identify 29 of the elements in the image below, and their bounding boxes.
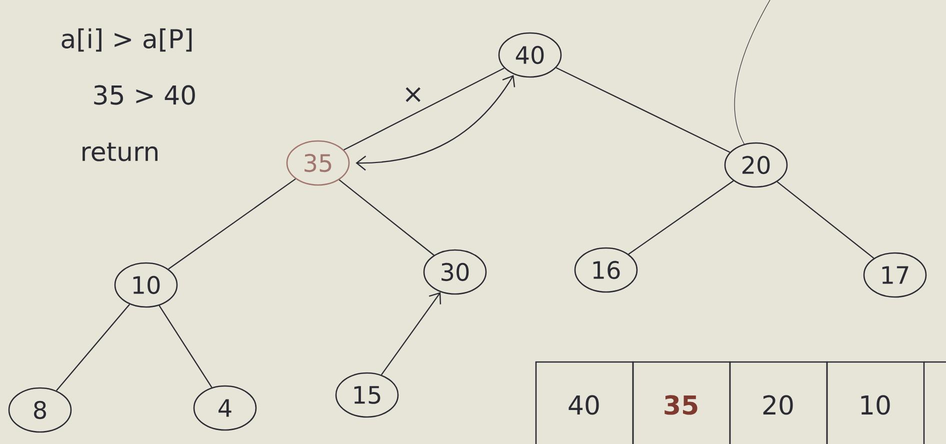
tree-node: 10 — [114, 262, 178, 308]
tree-node: 17 — [863, 252, 927, 298]
comparison-text: 35 > 40 — [94, 85, 195, 105]
connector-line — [556, 67, 730, 153]
curved-arrow — [356, 75, 516, 171]
condition-text: a[i] > a[P] — [62, 28, 192, 52]
array-cell: 40 — [535, 361, 634, 444]
connector-line — [158, 305, 212, 388]
connector-line — [776, 181, 874, 259]
tree-node: 30 — [423, 249, 487, 295]
tree-node: 4 — [193, 385, 257, 431]
connector-line — [734, 0, 770, 144]
tree-node: 15 — [335, 372, 399, 418]
connector-line — [168, 178, 296, 270]
array-cell: 20 — [729, 361, 828, 444]
return-text: return — [82, 142, 158, 162]
tree-node: 20 — [724, 142, 788, 188]
tree-node: 16 — [574, 247, 638, 293]
tree-node: 8 — [8, 387, 72, 433]
connector-line — [56, 304, 130, 392]
connector-line — [628, 180, 734, 255]
array-cell: 10 — [826, 361, 925, 444]
cross-mark: × — [406, 87, 420, 102]
array-cell: 35 — [632, 361, 731, 444]
curved-arrow — [380, 292, 442, 376]
connector-line — [338, 179, 434, 256]
tree-node: 35 — [286, 140, 350, 186]
tree-node: 40 — [498, 32, 562, 78]
connector-line — [344, 68, 504, 150]
